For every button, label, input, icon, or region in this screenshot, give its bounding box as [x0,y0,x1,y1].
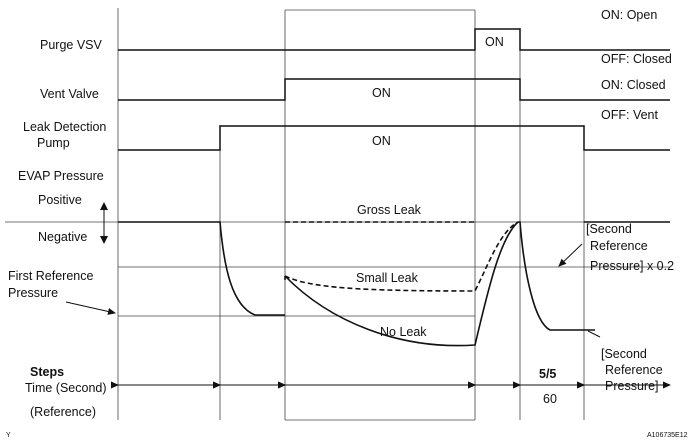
purge-on-label: ON [485,35,504,49]
corner-mark-left: Y [6,432,11,439]
leak-pump-signal [118,125,670,151]
second-ref-label-1: [Second [601,347,647,361]
step-value: 5/5 [539,367,556,381]
small-leak-curve [284,221,519,292]
vent-valve-label: Vent Valve [40,87,99,101]
steps-label: Steps [30,365,64,379]
second-phase-curve [518,221,595,331]
first-ref-label-1: First Reference [8,269,93,283]
second-ref-x02-label-2: Reference [590,239,648,253]
phase-boundaries [117,8,585,421]
pressure-baseline [118,221,285,316]
no-leak-curve [284,221,519,347]
time-label: Time (Second) [25,381,107,395]
first-ref-label-2: Pressure [8,286,58,300]
second-ref-x02-label-1: [Second [586,222,632,236]
small-leak-label: Small Leak [356,271,419,285]
reference-label: (Reference) [30,405,96,419]
vent-on-state: ON: Closed [601,78,666,92]
second-ref-x02-label-3: Pressure] x 0.2 [590,259,674,273]
vent-on-label: ON [372,86,391,100]
leak-pump-label-2: Pump [37,136,70,150]
gross-leak-label: Gross Leak [357,203,422,217]
pump-on-label: ON [372,134,391,148]
pressure-direction-arrow [100,202,108,244]
second-ref-label-2: Reference [605,363,663,377]
positive-label: Positive [38,193,82,207]
second-ref-leader [587,330,601,338]
purge-vsv-label: Purge VSV [40,38,103,52]
second-ref-label-3: Pressure] [605,379,659,393]
purge-on-state: ON: Open [601,8,657,22]
second-ref-x02-leader [558,243,583,267]
vent-valve-signal [118,78,670,101]
purge-vsv-signal [118,28,670,51]
vent-off-state: OFF: Vent [601,108,658,122]
leak-pump-label-1: Leak Detection [23,120,106,134]
evap-pressure-curves [118,221,670,347]
evap-pressure-label: EVAP Pressure [18,169,104,183]
purge-off-state: OFF: Closed [601,52,672,66]
no-leak-label: No Leak [380,325,427,339]
first-ref-leader [65,301,116,315]
figure-code: A106735E12 [647,432,688,439]
time-value: 60 [543,392,557,406]
negative-label: Negative [38,230,87,244]
